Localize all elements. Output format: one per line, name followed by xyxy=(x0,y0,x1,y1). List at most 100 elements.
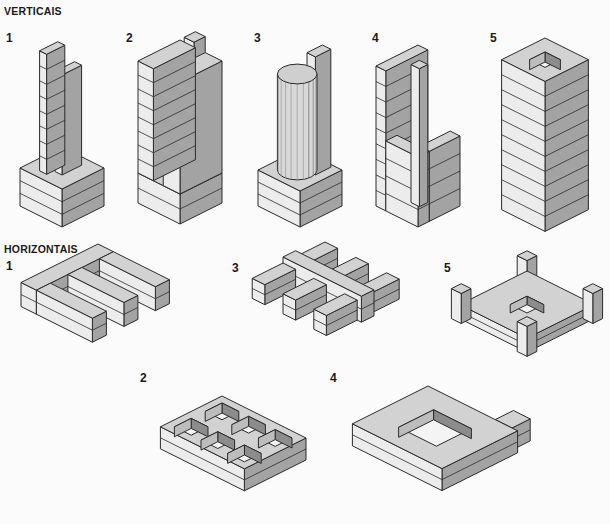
floor-line xyxy=(47,75,65,84)
floor-line xyxy=(47,90,65,99)
floor-line xyxy=(47,105,65,114)
floor-line xyxy=(153,76,195,97)
courtyard-wall xyxy=(191,418,208,436)
typology-number: 2 xyxy=(140,372,147,385)
floor-line xyxy=(40,111,47,115)
floor-line xyxy=(138,159,153,167)
floor-line xyxy=(376,97,386,102)
courtyard-wall xyxy=(205,403,222,421)
courtyard-wall xyxy=(434,410,472,439)
floor-line xyxy=(62,181,104,202)
floor-line xyxy=(376,144,386,149)
courtyard-wall xyxy=(218,432,235,450)
courtyard-wall xyxy=(222,403,239,421)
courtyard-wall xyxy=(527,296,544,313)
floor-line xyxy=(252,288,265,294)
roof-face xyxy=(314,294,357,316)
horizontal-2 xyxy=(160,396,306,491)
floor-line xyxy=(283,304,296,310)
floor-line xyxy=(47,120,65,129)
courtyard-wall xyxy=(399,410,434,438)
roof-face xyxy=(36,283,106,318)
floor-line xyxy=(138,117,153,125)
cylinder-rib xyxy=(308,74,309,178)
front-face xyxy=(583,289,593,324)
roof-face xyxy=(502,38,589,81)
floor-line xyxy=(153,62,195,83)
floor-line xyxy=(326,310,357,325)
typology-number: 4 xyxy=(372,32,379,45)
typology-number: 1 xyxy=(6,32,13,45)
side-face xyxy=(315,49,330,175)
typology-number: 5 xyxy=(490,32,497,45)
vertical-4 xyxy=(376,45,460,227)
floor-line xyxy=(376,159,386,164)
front-face xyxy=(411,65,419,207)
vertical-2 xyxy=(138,32,222,224)
cylinder-rib xyxy=(303,74,304,179)
roof-face xyxy=(40,42,65,55)
floor-line xyxy=(258,194,300,215)
floor-line xyxy=(138,131,153,139)
cylinder-rib xyxy=(281,74,282,176)
floor-line xyxy=(545,75,588,97)
floor-line xyxy=(300,182,342,203)
courtyard-wall xyxy=(275,430,292,448)
courtyard-wall xyxy=(244,445,261,463)
side-face xyxy=(461,289,471,324)
roof-face xyxy=(411,60,428,68)
horizontal-3 xyxy=(252,242,399,336)
floor-line xyxy=(138,75,153,83)
side-face xyxy=(527,322,537,357)
roof-face xyxy=(283,278,326,300)
roof-face xyxy=(138,40,195,69)
floor-line xyxy=(20,193,62,214)
cylinder-rib xyxy=(316,74,317,173)
horizontal-1 xyxy=(21,244,169,342)
cylinder-rib xyxy=(285,74,286,178)
floor-line xyxy=(153,132,195,153)
floor-line xyxy=(40,141,47,145)
courtyard-wall xyxy=(530,52,545,70)
floor-line xyxy=(153,90,195,111)
courtyard-wall xyxy=(545,52,560,70)
courtyard xyxy=(399,410,472,446)
floor-line xyxy=(62,193,104,214)
roof-face xyxy=(307,45,331,57)
floor-line xyxy=(376,128,386,133)
front-face xyxy=(451,289,461,324)
floor-line xyxy=(155,292,169,299)
side-face xyxy=(419,65,427,207)
courtyard-wall xyxy=(510,296,527,313)
floor-line xyxy=(40,66,47,70)
floor-line xyxy=(153,146,195,167)
horizontal-5 xyxy=(451,251,602,357)
floor-line xyxy=(36,302,92,330)
floor-line xyxy=(429,154,460,169)
floor-line xyxy=(40,81,47,85)
roof-face xyxy=(352,386,517,469)
floor-line xyxy=(40,126,47,130)
floor-line xyxy=(258,182,300,203)
cylinder-rib xyxy=(278,74,279,173)
floor-line xyxy=(40,156,47,160)
vertical-1 xyxy=(20,42,104,227)
front-face xyxy=(376,66,386,211)
floor-line xyxy=(442,442,518,480)
courtyard xyxy=(510,296,544,313)
floor-line xyxy=(314,319,327,325)
horizontal-4 xyxy=(352,386,530,491)
vertical-3 xyxy=(258,45,342,227)
cylinder-body xyxy=(277,74,317,180)
courtyard-wall xyxy=(174,418,191,436)
side-face xyxy=(545,60,588,232)
front-face xyxy=(502,60,545,232)
roof-face xyxy=(184,32,205,43)
roof-face xyxy=(160,396,306,469)
floor-line xyxy=(47,150,65,159)
roof-face xyxy=(376,45,428,71)
typology-number: 3 xyxy=(232,262,239,275)
floor-line xyxy=(376,113,386,118)
